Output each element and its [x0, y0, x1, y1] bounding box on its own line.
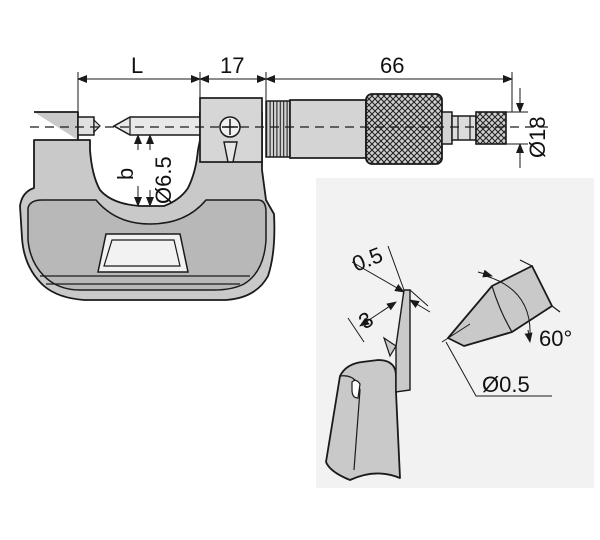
label-width-66: 66 [380, 53, 404, 78]
thimble [265, 99, 367, 159]
sleeve-housing [199, 97, 263, 163]
label-width-17: 17 [220, 53, 244, 78]
label-b: b [113, 168, 138, 180]
label-angle-60: 60° [539, 326, 572, 351]
label-dia-18: Ø18 [525, 116, 550, 158]
ratchet [441, 111, 507, 145]
anvil [77, 116, 101, 136]
label-dia-6-5: Ø6.5 [151, 156, 176, 204]
knurled-grip [365, 93, 443, 165]
blade-tip-detail [325, 245, 431, 481]
lock-lever-icon [223, 141, 238, 163]
label-tip-dia-0-5: Ø0.5 [482, 372, 530, 397]
spindle [112, 116, 201, 136]
label-length: L [131, 53, 143, 78]
cone-tip-detail [441, 259, 561, 397]
dimension-lines [77, 72, 528, 207]
